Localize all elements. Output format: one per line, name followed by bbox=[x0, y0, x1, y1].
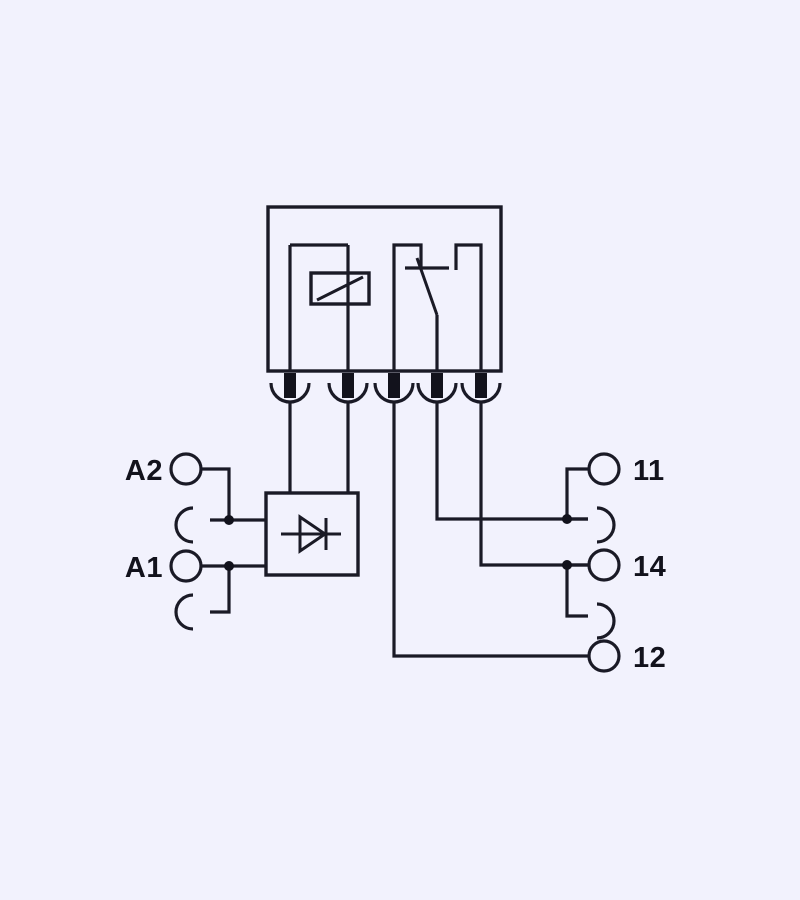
terminal-label-11: 11 bbox=[633, 455, 665, 487]
freewheeling-diode-block bbox=[264, 491, 360, 577]
terminal-11-circle[interactable] bbox=[587, 452, 621, 486]
terminal-14-circle[interactable] bbox=[587, 548, 621, 582]
relay-pin-3 bbox=[373, 373, 415, 404]
terminal-A1-socket[interactable] bbox=[174, 593, 194, 631]
terminal-label-A2: A2 bbox=[125, 455, 163, 487]
terminal-A2-circle[interactable] bbox=[169, 452, 203, 486]
changeover-contact bbox=[392, 243, 483, 371]
relay-pin-connectors bbox=[269, 373, 502, 404]
relay-coil-symbol bbox=[309, 271, 371, 306]
pin-blade-3 bbox=[388, 373, 400, 398]
pin-blade-1 bbox=[284, 373, 296, 398]
junction-dot-A1 bbox=[224, 561, 234, 571]
pin-blade-5 bbox=[475, 373, 487, 398]
pin-blade-4 bbox=[431, 373, 443, 398]
junction-dot-14 bbox=[562, 560, 572, 570]
socket-cup-4 bbox=[416, 382, 458, 404]
relay-pin-5 bbox=[460, 373, 502, 404]
coil-terminal-group: A2 A1 bbox=[125, 452, 266, 631]
wire-pin3-to-terminal-12 bbox=[392, 402, 588, 658]
socket-cup-2 bbox=[327, 382, 369, 404]
terminal-label-14: 14 bbox=[633, 551, 666, 583]
wire-pin5-to-terminal-14 bbox=[479, 402, 588, 567]
wire-terminal-14-socket-branch bbox=[565, 565, 588, 618]
relay-coil-circuit bbox=[288, 243, 371, 371]
contact-no-leg bbox=[454, 243, 483, 371]
socket-cup-3 bbox=[373, 382, 415, 404]
contact-terminal-group: 11 14 12 bbox=[562, 452, 666, 674]
wire-pin4-to-terminal-11 bbox=[435, 402, 588, 521]
terminal-A1-circle[interactable] bbox=[169, 549, 203, 583]
terminal-A2-socket[interactable] bbox=[174, 506, 194, 544]
terminal-12-circle[interactable] bbox=[587, 639, 621, 673]
diode-block-outline bbox=[264, 491, 360, 577]
contact-nc-leg bbox=[392, 243, 423, 371]
terminal-label-12: 12 bbox=[633, 642, 666, 674]
relay-pin-4 bbox=[416, 373, 458, 404]
terminal-11-socket[interactable] bbox=[596, 506, 616, 544]
socket-downleads bbox=[288, 402, 588, 658]
socket-cup-1 bbox=[269, 382, 311, 404]
relay-enclosure-outline bbox=[266, 205, 503, 373]
relay-pin-2 bbox=[327, 373, 369, 404]
contact-moving-blade bbox=[415, 257, 439, 316]
pin-blade-2 bbox=[342, 373, 354, 398]
terminal-14-socket[interactable] bbox=[596, 602, 616, 640]
relay-coil-diagonal bbox=[316, 275, 364, 302]
wire-terminal-11-circle-branch bbox=[565, 467, 589, 519]
relay-enclosure bbox=[266, 205, 503, 373]
terminal-label-A1: A1 bbox=[125, 552, 163, 584]
junction-dot-A2 bbox=[224, 515, 234, 525]
wire-A2-to-diode bbox=[201, 467, 266, 522]
wire-A1-socket-branch bbox=[210, 566, 231, 614]
diode-triangle bbox=[298, 514, 328, 554]
junction-dot-11 bbox=[562, 514, 572, 524]
relay-pin-1 bbox=[269, 373, 311, 404]
socket-cup-5 bbox=[460, 382, 502, 404]
